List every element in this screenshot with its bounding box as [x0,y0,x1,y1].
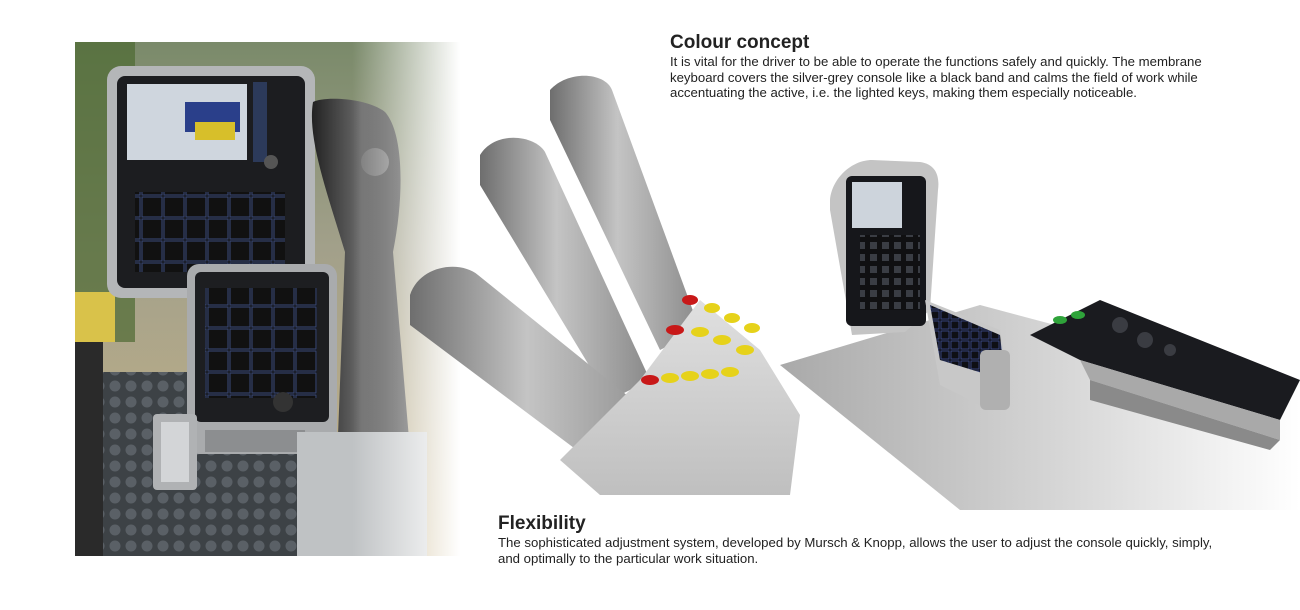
flexibility-text: The sophisticated adjustment system, dev… [498,535,1213,566]
flexibility-title: Flexibility [498,513,586,534]
flexibility-section: Flexibility The sophisticated adjustment… [498,513,1218,566]
side-console [1030,300,1300,450]
key-cluster [641,295,760,385]
colour-concept-section: Colour concept It is vital for the drive… [670,32,1230,101]
colour-concept-title: Colour concept [670,32,810,53]
cab-console-photo [75,42,460,556]
console-render [400,60,1300,510]
display-console [830,160,1010,410]
colour-concept-text: It is vital for the driver to be able to… [670,54,1202,100]
